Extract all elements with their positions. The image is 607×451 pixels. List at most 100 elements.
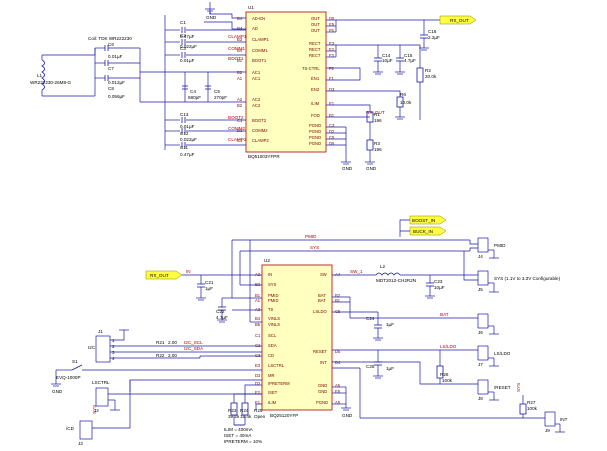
j5-header[interactable] <box>477 270 489 286</box>
net-sys-vertical: SYS <box>516 383 521 392</box>
u1-pin-num: E3 <box>329 41 335 46</box>
u2-pin-num: B1 <box>335 298 341 303</box>
u1-block: U1 BQ51003YFPR AD-EN AD CLAMP1 COMM1 BOO… <box>237 5 335 159</box>
u1-pin-num: B4 <box>237 16 243 21</box>
u2-pin-num: B3 <box>255 282 261 287</box>
r21-value: 2.00 <box>168 340 177 345</box>
u2-bottom-resistors: R23 39.2k R24 15.4k R25 Open ILIM = 400m… <box>224 384 266 444</box>
net-pmid: PMID <box>305 234 317 239</box>
u2-pin-name: LSLDO <box>313 309 327 314</box>
gnd-label: GND <box>206 15 217 20</box>
u1-pin-name: TS-CTRL <box>302 66 320 71</box>
u2-pin-num: E2 <box>255 390 261 395</box>
j9-label: INT <box>560 417 568 422</box>
c11-value: 0.47µF <box>180 152 195 157</box>
cd-header: /CD J3 <box>66 379 262 446</box>
u1-body <box>245 11 327 153</box>
note-ipreterm: IPRETERM = 10% <box>224 439 262 444</box>
net-sys: SYS <box>310 245 319 250</box>
u1-pin-name: RECT <box>309 53 321 58</box>
u1-right-wiring: RX_OUT C16 2.2µF C14 10µF C15 4.7µF R2 2… <box>326 15 477 171</box>
u1-pin-name: AC2 <box>252 97 261 102</box>
j1-label: I2C <box>88 345 96 350</box>
u2-pin-num: B2 <box>335 293 341 298</box>
u1-pin-name: ILIM <box>311 101 320 106</box>
j8-header[interactable] <box>477 379 489 395</box>
c1-ref: C1 <box>180 20 186 25</box>
u2-pin-name: IN <box>268 272 272 277</box>
rx-out-tag <box>439 15 477 25</box>
u2-pin-name: ISET <box>268 390 278 395</box>
r3-ref: R3 <box>374 141 380 146</box>
r3-value: 196 <box>374 147 382 152</box>
coil-title: Coil: TDK WR222230 <box>88 36 132 41</box>
u1-pin-name: AC2 <box>252 103 261 108</box>
c25-ref: C25 <box>366 364 375 369</box>
u1-pin-num: E2 <box>329 47 335 52</box>
j1-header[interactable] <box>95 335 111 363</box>
j2-ref: J2 <box>94 408 99 413</box>
c1-value: 0.47µF <box>180 34 195 39</box>
c2-value: 0.022µF <box>180 44 197 49</box>
u2-pin-num: C3 <box>255 353 261 358</box>
j3-header[interactable] <box>79 420 93 440</box>
u1-left-caps: C1 0.47µF C2 0.022µF C3 0.01µF C4 680pF … <box>180 20 227 157</box>
u1-pin-num: D4 <box>237 26 243 31</box>
j7-label: LS/LDO <box>494 351 511 356</box>
u1-ref: U1 <box>248 5 254 10</box>
l2-value: MDT2012-CH2R2N <box>376 278 416 283</box>
u1-pin-num: F3 <box>329 53 335 58</box>
bat-net: BAT <box>332 296 478 319</box>
u1-pin-name: RECT <box>309 47 321 52</box>
u2-pin-name: VINLS <box>268 316 280 321</box>
c23-ref: C23 <box>434 279 443 284</box>
u1-pin-name: RECT <box>309 41 321 46</box>
u2-pin-name: INT <box>320 360 327 365</box>
buck-in-tag: BUCK_IN <box>413 229 433 234</box>
u2-pin-name: GND <box>318 389 327 394</box>
rx-out-tag-label: RX_OUT <box>450 18 469 23</box>
j4-header[interactable] <box>477 237 489 253</box>
note-ilim: ILIM = 400mA <box>224 427 254 432</box>
c3-ref: C3 <box>180 46 186 51</box>
r27-value: 100k <box>527 406 538 411</box>
u2-pin-name: SCL <box>268 333 277 338</box>
u1-pin-name: AD <box>252 26 258 31</box>
u1-pin-num: F2 <box>329 66 335 71</box>
s1-value: EVQ-1000P <box>56 375 81 380</box>
u1-right-pins: OUT OUT OUT RECT RECT RECT TS-CTRL EN1 E… <box>302 16 335 146</box>
u2-pin-num: C2 <box>255 343 261 348</box>
c4-ref: C4 <box>190 89 196 94</box>
u1-pin-num: D2 <box>329 129 335 134</box>
net-sys-lsctrl: SYS <box>92 405 97 414</box>
u2-pin-num: A5 <box>335 400 341 405</box>
c21-value: 1µF <box>205 286 213 291</box>
j9-header[interactable] <box>544 411 556 427</box>
j2-header[interactable] <box>95 387 109 407</box>
j6-header[interactable] <box>477 313 489 329</box>
u1-pin-num: A1 <box>237 76 243 81</box>
r6-value: 10.0k <box>400 100 412 105</box>
net-boot1: BOOT1 <box>228 56 244 61</box>
c22-ref: C22 <box>216 309 225 314</box>
u1-pin-num: B1 <box>237 58 243 63</box>
u1-left-pins: AD-EN AD CLAMP1 COMM1 BOOT1 AC1 AC1 AC2 … <box>237 16 269 143</box>
u2-pin-name: SDA <box>268 343 277 348</box>
u1-pin-name: AD-EN <box>252 16 265 21</box>
r22-value: 2.00 <box>168 353 177 358</box>
c13-ref: C13 <box>180 112 189 117</box>
net-rect-label: RX_OUT <box>366 110 385 115</box>
u2-pin-name: IPRETERM <box>268 381 290 386</box>
u1-pin-num: B3 <box>237 37 243 42</box>
u2-pin-name: SW <box>320 272 327 277</box>
c21-ref: C21 <box>205 280 214 285</box>
gnd-top: GND <box>205 2 217 20</box>
l1-value: WR222230-26M8-G <box>30 80 72 85</box>
j1-ref: J1 <box>98 329 103 334</box>
u1-pin-name: CLAMP1 <box>252 37 269 42</box>
u2-ref: U2 <box>264 258 270 263</box>
u1-left-wiring <box>140 9 246 150</box>
r21-ref: R21 <box>156 340 165 345</box>
u2-input: RX_OUT IN C21 1µF C22 4.7µF <box>145 269 262 323</box>
j7-header[interactable] <box>477 345 489 361</box>
